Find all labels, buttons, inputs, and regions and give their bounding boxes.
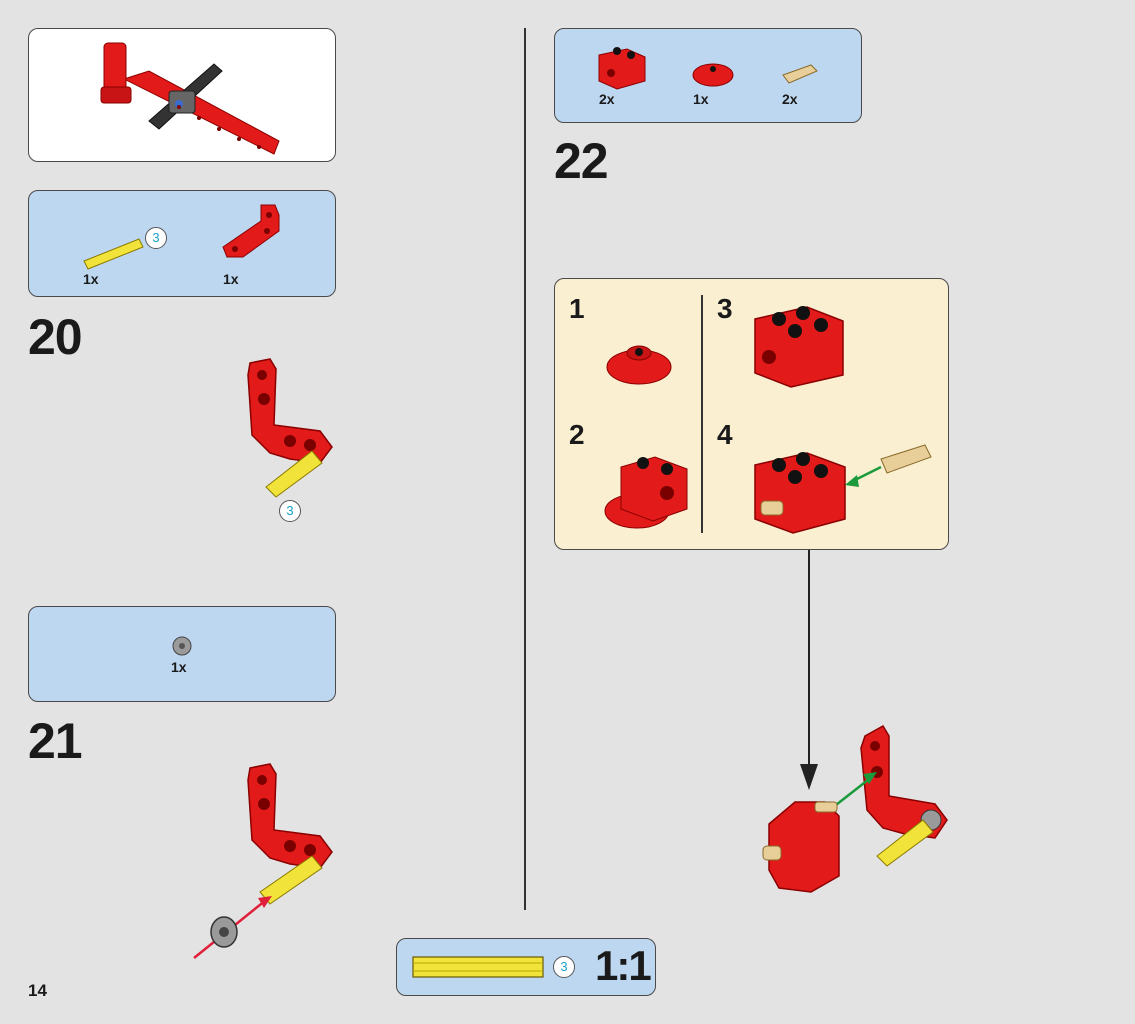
substep-number-2: 2 <box>569 419 585 450</box>
substep-divider <box>701 295 703 533</box>
axle-length-callout: 3 <box>279 500 301 522</box>
step-20-parts-illustration <box>83 204 280 270</box>
axle-length-badge: 3 <box>145 227 167 249</box>
step-21-parts-illustration <box>172 636 192 656</box>
scale-length-badge: 3 <box>553 956 575 978</box>
step-22-parts-illustration <box>598 47 818 90</box>
part-qty: 1x <box>83 271 99 287</box>
previous-assembly-panel <box>28 28 336 162</box>
step-20-result-illustration <box>247 358 333 498</box>
scale-ratio: 1:1 <box>595 942 652 989</box>
step-22-result-illustration <box>762 724 948 893</box>
step-number-21: 21 <box>28 713 83 769</box>
step-number-22: 22 <box>554 133 609 189</box>
part-qty: 2x <box>599 91 615 107</box>
assembly-arrow <box>800 550 818 790</box>
part-qty: 1x <box>171 659 187 675</box>
part-qty: 1x <box>693 91 709 107</box>
page-number: 14 <box>28 981 47 1000</box>
substep-box: 1 2 3 4 <box>554 278 949 550</box>
part-qty: 1x <box>223 271 239 287</box>
step-22-parts-box: 2x 1x 2x <box>554 28 862 123</box>
step-number-20: 20 <box>28 309 83 365</box>
step-21-result-illustration <box>193 763 333 959</box>
substep-number-1: 1 <box>569 293 585 324</box>
substep-number-4: 4 <box>717 419 733 450</box>
step-21-parts-box: 1x <box>28 606 336 702</box>
substep-number-3: 3 <box>717 293 733 324</box>
step-20-parts-box: 3 1x 1x <box>28 190 336 297</box>
axle-scale-bar <box>412 956 544 978</box>
scale-reference-box: 3 1:1 <box>396 938 656 996</box>
part-qty: 2x <box>782 91 798 107</box>
column-divider <box>524 28 526 910</box>
previous-assembly-illustration <box>100 42 280 155</box>
substep-illustrations <box>604 306 932 534</box>
